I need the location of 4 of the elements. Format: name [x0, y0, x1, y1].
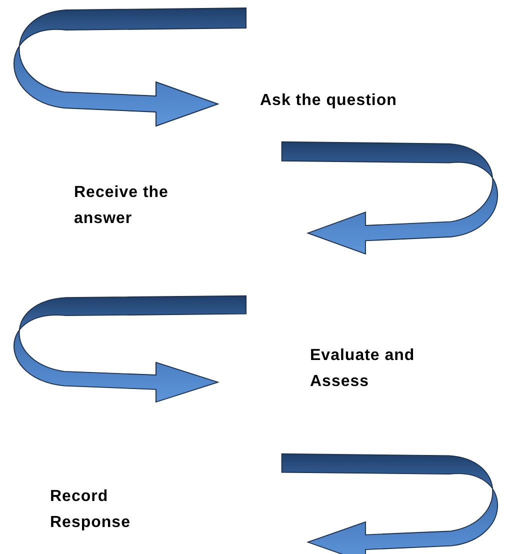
- step-label: Record Response: [50, 487, 132, 533]
- step-label: Receive the answer: [74, 183, 170, 229]
- step-label: Evaluate and Assess: [310, 346, 416, 392]
- step-label: Ask the question: [260, 91, 397, 111]
